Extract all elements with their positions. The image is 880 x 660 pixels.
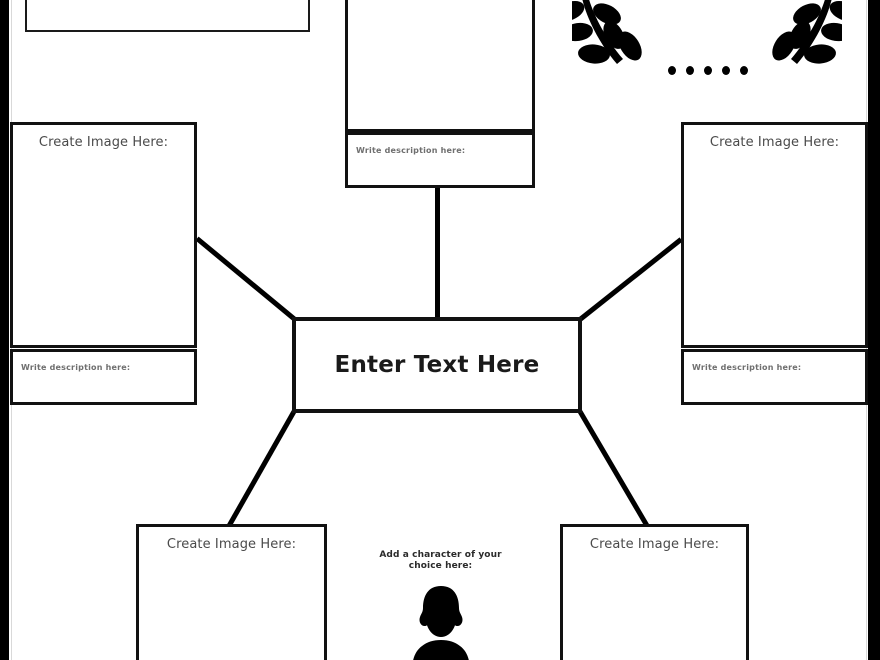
dot-1: [668, 66, 676, 75]
connector-center-to-right: [578, 237, 683, 322]
decorative-dots-row: [668, 66, 748, 75]
top-left-plain-box[interactable]: [25, 0, 310, 32]
center-node[interactable]: Enter Text Here: [292, 317, 582, 413]
person-silhouette-icon: [412, 586, 469, 660]
node-right-image[interactable]: Create Image Here:: [681, 122, 868, 348]
connector-center-to-top: [435, 188, 440, 320]
node-left-image[interactable]: Create Image Here:: [10, 122, 197, 348]
node-right-description[interactable]: Write description here:: [681, 349, 868, 405]
character-caption-line-1: Add a character of your: [379, 550, 502, 560]
connector-center-to-bottom-right: [577, 410, 651, 530]
laurel-branch-icon: [772, 0, 842, 64]
node-bottom-left-image-label: Create Image Here:: [166, 537, 297, 552]
node-bottom-right-image-label: Create Image Here:: [589, 537, 720, 552]
dot-3: [704, 66, 712, 75]
character-block[interactable]: Add a character of your choice here:: [368, 550, 513, 660]
dot-2: [686, 66, 694, 75]
node-left-image-label: Create Image Here:: [38, 135, 169, 150]
frame-left-bar: [0, 0, 9, 660]
node-top-center-description-label: Write description here:: [356, 146, 466, 155]
node-bottom-left-image[interactable]: Create Image Here:: [136, 524, 327, 660]
center-node-text: Enter Text Here: [334, 352, 540, 378]
dot-5: [740, 66, 748, 75]
connector-center-to-bottom-left: [225, 410, 297, 530]
frame-right-bar: [868, 0, 880, 660]
node-right-description-label: Write description here:: [692, 363, 802, 372]
character-caption-line-2: choice here:: [408, 561, 473, 571]
node-bottom-right-image[interactable]: Create Image Here:: [560, 524, 749, 660]
dot-4: [722, 66, 730, 75]
node-right-image-label: Create Image Here:: [709, 135, 840, 150]
node-top-center-image[interactable]: [345, 0, 535, 132]
node-left-description-label: Write description here:: [21, 363, 131, 372]
connector-center-to-left: [195, 236, 297, 322]
node-top-center-description[interactable]: Write description here:: [345, 132, 535, 188]
node-left-description[interactable]: Write description here:: [10, 349, 197, 405]
laurel-branch-icon: [572, 0, 642, 64]
